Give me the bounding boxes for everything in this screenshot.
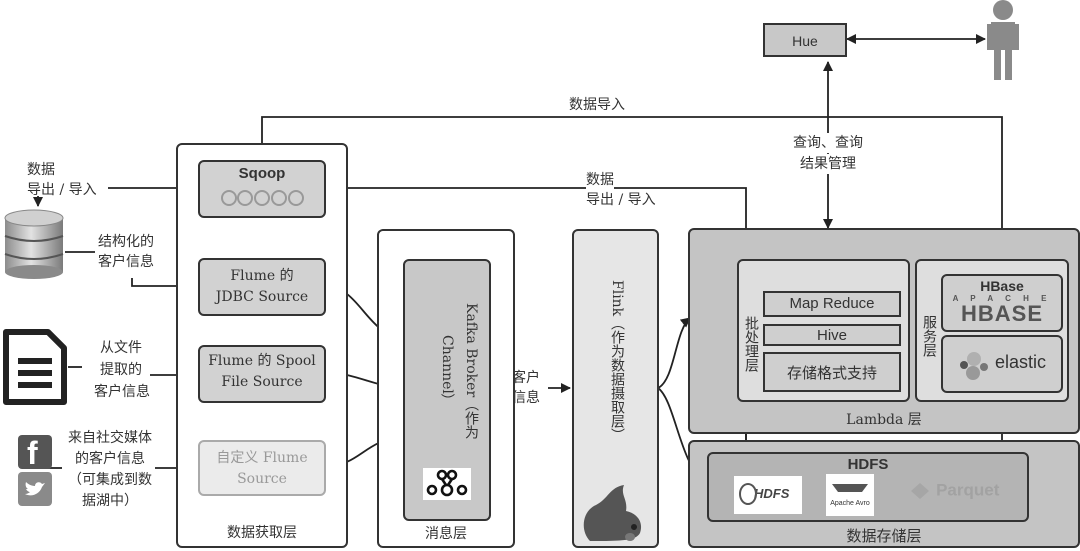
database-label-2: 客户信息	[98, 254, 154, 270]
file-label-1: 从文件	[100, 340, 142, 356]
label-customer-info-1: 客户	[512, 368, 540, 388]
avro-logo-icon: Apache Avro	[826, 474, 874, 516]
file-label-3: 客户信息	[94, 384, 150, 400]
batch-layer-title: 批处理层	[743, 316, 759, 372]
batch-item-label: Hive	[816, 327, 847, 344]
kafka-label: Kafka Broker（作为 Channel）	[439, 302, 479, 440]
parquet-logo-text: Parquet	[936, 480, 1000, 500]
storage-layer-title: 数据存储层	[846, 527, 922, 545]
flume-spool-box[interactable]: Flume 的 Spool File Source	[198, 345, 326, 403]
hbase-label: HBase	[980, 278, 1024, 294]
custom-flume-line2: Source	[237, 471, 287, 487]
kafka-logo-icon	[423, 468, 471, 500]
edge-data-import	[261, 116, 1007, 259]
flume-jdbc-line1: Flume 的	[230, 268, 294, 284]
hue-label: Hue	[792, 33, 818, 49]
sqoop-box[interactable]: Sqoop	[198, 160, 326, 218]
storage-layer: HDFS HDFS Apache Avro Parquet 数据存储层	[688, 440, 1080, 548]
batch-item-label: Map Reduce	[789, 295, 875, 312]
label-export-right-2: 导出 / 导入	[586, 190, 660, 210]
batch-item-hive[interactable]: Hive	[763, 324, 901, 346]
custom-flume-box[interactable]: 自定义 Flume Source	[198, 440, 326, 496]
hbase-box[interactable]: HBase A P A C H E HBASE	[941, 274, 1063, 332]
edge-flink-lambda	[657, 317, 691, 389]
flume-jdbc-box[interactable]: Flume 的 JDBC Source	[198, 258, 326, 316]
custom-flume-line1: 自定义 Flume	[216, 450, 308, 466]
elastic-box[interactable]: elastic	[941, 335, 1063, 393]
messaging-layer-title: 消息层	[425, 526, 467, 542]
hdfs-label: HDFS	[847, 456, 889, 473]
serving-layer-title: 服务层	[921, 315, 937, 357]
batch-item-mapreduce[interactable]: Map Reduce	[763, 291, 901, 317]
facebook-icon: f	[18, 435, 52, 471]
elastic-label: elastic	[995, 352, 1047, 372]
label-customer-info-2: 信息	[512, 388, 540, 408]
flink-box[interactable]: Flink（作为数据摄取层）	[572, 229, 659, 548]
sqoop-logo-icon	[220, 188, 306, 216]
social-label-1: 来自社交媒体	[68, 430, 152, 446]
document-icon	[2, 328, 68, 406]
batch-item-storage-format[interactable]: 存储格式支持	[763, 352, 901, 392]
sqoop-label: Sqoop	[238, 165, 286, 182]
file-label-2: 提取的	[100, 362, 142, 378]
lambda-layer: 批处理层 Map Reduce Hive 存储格式支持 服务层 HBase A …	[688, 228, 1080, 434]
hdfs-logo-icon: HDFS	[734, 476, 802, 514]
social-label-4: 据湖中）	[82, 493, 138, 509]
avro-logo-text: Apache Avro	[830, 500, 870, 507]
database-label-1: 结构化的	[98, 234, 154, 250]
flink-squirrel-icon	[580, 481, 652, 543]
flume-spool-line1: Flume 的 Spool	[208, 353, 316, 369]
edge-db-jdbc	[131, 278, 196, 291]
hbase-logo-top: A P A C H E	[952, 294, 1052, 303]
label-query-line2: 结果管理	[785, 154, 871, 174]
lambda-layer-title: Lambda 层	[846, 412, 922, 428]
social-label-3: （可集成到数	[68, 472, 152, 488]
batch-item-label: 存储格式支持	[786, 364, 877, 382]
elastic-logo-icon	[959, 351, 989, 385]
label-export-left-1: 数据	[27, 162, 55, 178]
label-export-right-1: 数据	[586, 170, 614, 190]
label-export-left-2: 导出 / 导入	[27, 182, 97, 198]
parquet-logo-icon: Parquet	[909, 480, 999, 501]
kafka-box[interactable]: Kafka Broker（作为 Channel）	[403, 259, 491, 521]
messaging-layer: Kafka Broker（作为 Channel） 消息层	[377, 229, 515, 548]
hbase-logo-icon: HBASE	[960, 301, 1043, 326]
ingestion-layer-title: 数据获取层	[227, 525, 297, 541]
social-label-2: 的客户信息	[75, 451, 145, 467]
hdfs-box[interactable]: HDFS HDFS Apache Avro Parquet	[707, 452, 1029, 522]
flume-jdbc-line2: JDBC Source	[215, 289, 309, 305]
flink-label: Flink（作为数据摄取层）	[609, 279, 625, 443]
ingestion-layer: Sqoop Flume 的 JDBC Source Flume 的 Spool …	[176, 143, 348, 548]
person-icon	[985, 0, 1021, 82]
label-data-import: 数据导入	[565, 95, 629, 115]
database-icon	[3, 208, 65, 280]
label-query-line1: 查询、查询	[785, 133, 871, 153]
flume-spool-line2: File Source	[221, 374, 303, 390]
hdfs-logo-text: HDFS	[754, 486, 790, 501]
batch-layer: 批处理层 Map Reduce Hive 存储格式支持	[737, 259, 910, 402]
hue-box[interactable]: Hue	[763, 23, 847, 57]
serving-layer: 服务层 HBase A P A C H E HBASE elastic	[915, 259, 1069, 402]
twitter-icon	[18, 472, 52, 506]
